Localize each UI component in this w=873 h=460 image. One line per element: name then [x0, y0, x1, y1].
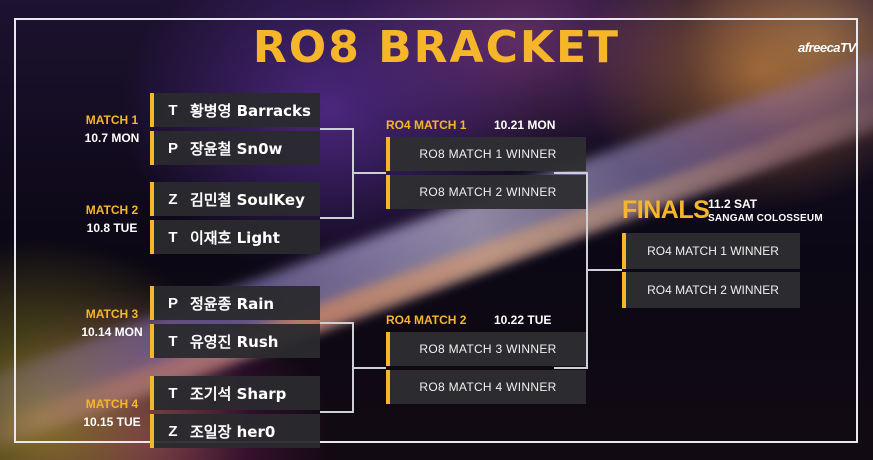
finals-slot[interactable]: RO4 MATCH 2 WINNER [622, 272, 800, 308]
finals-slot[interactable]: RO4 MATCH 1 WINNER [622, 233, 800, 269]
player-name: 황병영 Barracks [190, 101, 311, 120]
player-slot[interactable]: P 장윤철 Sn0w [150, 131, 320, 165]
race-icon: T [168, 228, 178, 246]
match-date: 10.8 TUE [86, 221, 138, 235]
ro4-slot[interactable]: RO8 MATCH 2 WINNER [386, 175, 586, 209]
afreecatv-logo: afreecaTV [798, 40, 856, 55]
match-4-label: MATCH 4 10.15 TUE [57, 397, 167, 429]
player-slot[interactable]: T 유영진 Rush [150, 324, 320, 358]
connector-line [320, 411, 353, 413]
player-name: 장윤철 Sn0w [190, 139, 283, 158]
connector-line [352, 367, 386, 369]
match-2-label: MATCH 2 10.8 TUE [57, 203, 167, 235]
connector-line [586, 269, 622, 271]
player-slot[interactable]: Z 김민철 SoulKey [150, 182, 320, 216]
connector-line [320, 128, 353, 130]
connector-line [320, 322, 353, 324]
page-title: RO8 BRACKET [252, 22, 621, 73]
ro4-match-2-label: RO4 MATCH 2 10.22 TUE [386, 313, 551, 327]
player-name: 유영진 Rush [190, 332, 279, 351]
finals-title: FINALS [622, 196, 710, 224]
connector-line [320, 217, 353, 219]
player-slot[interactable]: T 황병영 Barracks [150, 93, 320, 127]
player-name: 조일장 her0 [190, 422, 276, 441]
race-icon: Z [168, 190, 178, 208]
match-3-label: MATCH 3 10.14 MON [57, 307, 167, 339]
player-name: 이재호 Light [190, 228, 280, 247]
match-date: 10.15 TUE [83, 415, 141, 429]
match-date: 10.14 MON [81, 325, 143, 339]
player-slot[interactable]: T 이재호 Light [150, 220, 320, 254]
race-icon: Z [168, 422, 178, 440]
match-name: MATCH 4 [85, 397, 139, 411]
match-name: MATCH 3 [85, 307, 139, 321]
match-name: MATCH 1 [85, 113, 139, 127]
finals-venue: SANGAM COLOSSEUM [708, 213, 823, 224]
player-name: 김민철 SoulKey [190, 190, 305, 209]
player-slot[interactable]: P 정윤종 Rain [150, 286, 320, 320]
connector-line [352, 172, 386, 174]
ro4-name: RO4 MATCH 2 [386, 313, 467, 327]
player-name: 정윤종 Rain [190, 294, 275, 313]
bracket-frame [14, 18, 858, 443]
player-slot[interactable]: Z 조일장 her0 [150, 414, 320, 448]
match-date: 10.7 MON [84, 131, 140, 145]
connector-line [554, 367, 587, 369]
ro4-name: RO4 MATCH 1 [386, 118, 467, 132]
ro4-slot[interactable]: RO8 MATCH 3 WINNER [386, 332, 586, 366]
race-icon: T [168, 101, 178, 119]
ro4-slot[interactable]: RO8 MATCH 4 WINNER [386, 370, 586, 404]
player-slot[interactable]: T 조기석 Sharp [150, 376, 320, 410]
match-1-label: MATCH 1 10.7 MON [57, 113, 167, 145]
player-name: 조기석 Sharp [190, 384, 287, 403]
race-icon: P [167, 139, 178, 157]
ro4-date: 10.21 MON [494, 118, 556, 132]
race-icon: T [168, 332, 178, 350]
finals-date: 11.2 SAT [708, 197, 758, 211]
race-icon: T [168, 384, 178, 402]
connector-line [554, 172, 587, 174]
race-icon: P [167, 294, 178, 312]
ro4-slot[interactable]: RO8 MATCH 1 WINNER [386, 137, 586, 171]
ro4-date: 10.22 TUE [494, 313, 552, 327]
match-name: MATCH 2 [85, 203, 139, 217]
ro4-match-1-label: RO4 MATCH 1 10.21 MON [386, 118, 555, 132]
